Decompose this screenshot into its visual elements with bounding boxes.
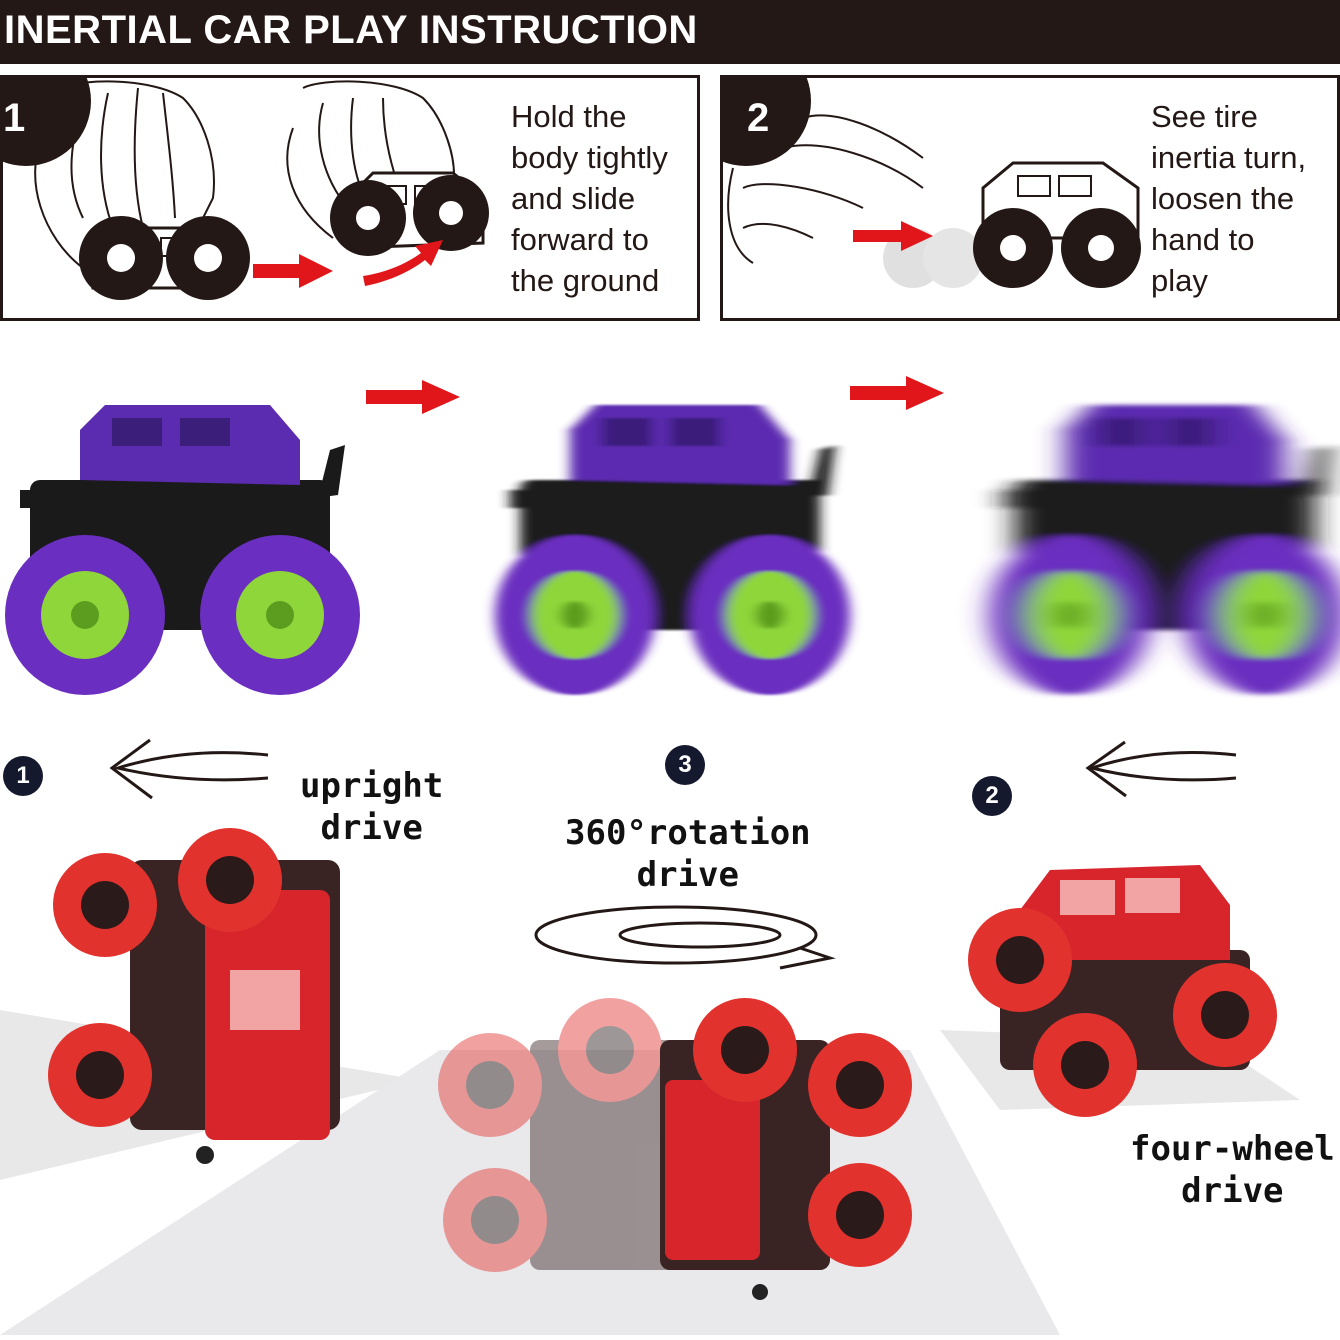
step-instruction-text: See tire inertia turn, loosen the hand t… xyxy=(1151,96,1306,301)
red-car-four-wheel xyxy=(968,865,1277,1117)
instruction-panel-1: 1 Hold the body tightly and slide forwar… xyxy=(0,75,700,321)
instruction-line: inertia turn, xyxy=(1151,140,1307,175)
car-outline-2 xyxy=(330,171,489,256)
instruction-line: body tightly xyxy=(511,140,668,175)
red-car-rotating xyxy=(660,998,912,1300)
mode-label-line: upright xyxy=(300,766,444,806)
red-arrow-icon xyxy=(253,240,443,288)
title-banner: INERTIAL CAR PLAY INSTRUCTION xyxy=(0,0,1340,64)
step-number: 1 xyxy=(3,96,26,140)
red-arrow-icon xyxy=(366,376,944,414)
car-outline-1 xyxy=(79,216,250,300)
mode-label-line: four-wheel xyxy=(1130,1129,1335,1169)
mode-label: four-wheel drive xyxy=(1130,1128,1335,1212)
mode-label-line: drive xyxy=(636,855,739,895)
mode-number-badge: 1 xyxy=(3,756,43,796)
instruction-line: forward to xyxy=(511,222,649,257)
car-outline-3 xyxy=(973,161,1141,288)
red-car-upright xyxy=(48,828,340,1164)
hands-sliding-car-illustration xyxy=(34,80,489,300)
mode-label: upright drive xyxy=(300,765,443,849)
rotation-arrow-icon xyxy=(534,905,836,970)
mode-label-line: drive xyxy=(320,808,423,848)
instruction-line: See tire xyxy=(1151,99,1258,134)
mode-label-line: 360°rotation xyxy=(565,813,811,853)
instruction-line: play xyxy=(1151,263,1208,298)
instruction-line: the ground xyxy=(511,263,660,298)
mode-number-badge: 2 xyxy=(972,776,1012,816)
instruction-line: loosen the xyxy=(1151,181,1295,216)
red-arrow-icon xyxy=(853,221,933,251)
instruction-line: and slide xyxy=(511,181,636,216)
page-title: INERTIAL CAR PLAY INSTRUCTION xyxy=(4,8,698,52)
swoosh-arrow-icon xyxy=(109,738,1237,800)
instruction-line: hand to xyxy=(1151,222,1255,257)
instruction-panel-2: 2 See tire inertia turn, loosen the hand… xyxy=(720,75,1340,321)
red-car-ghost xyxy=(438,998,700,1272)
hand-release-car-illustration xyxy=(727,114,1141,288)
mode-number-badge: 3 xyxy=(665,745,705,785)
instruction-line: Hold the xyxy=(511,99,627,134)
mode-label: 360°rotation drive xyxy=(565,812,811,896)
mode-label-line: drive xyxy=(1181,1171,1284,1211)
step-number: 2 xyxy=(747,96,770,140)
step-instruction-text: Hold the body tightly and slide forward … xyxy=(511,96,668,301)
